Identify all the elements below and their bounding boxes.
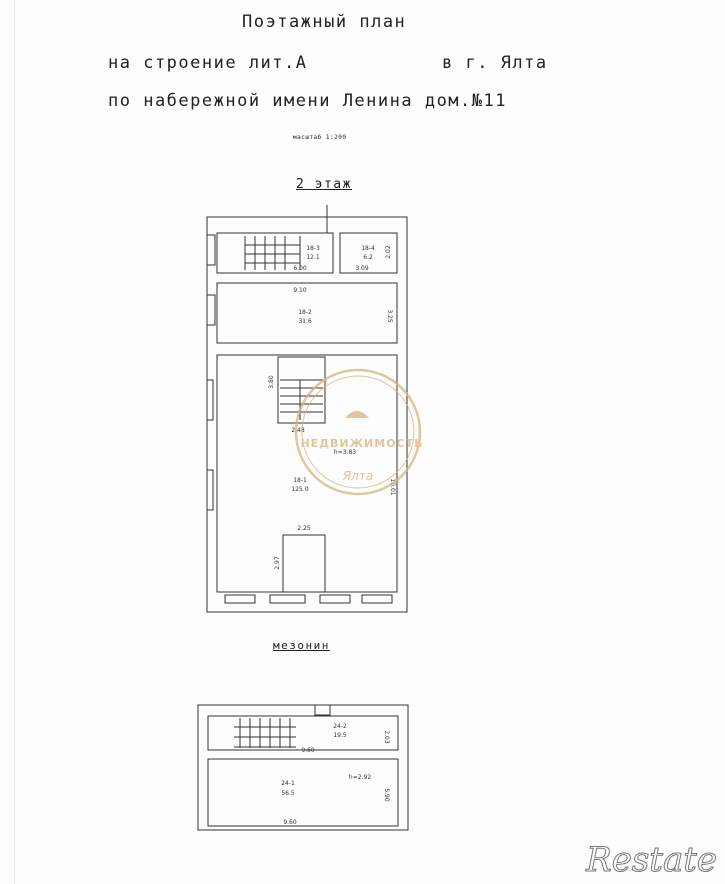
staircase-main [277,356,326,424]
room-area: 56.5 [281,790,295,797]
room-area: 125.0 [291,486,308,493]
windows-bottom [224,594,393,604]
restate-logo: Restate [586,840,718,881]
room-id: 18-3 [306,245,320,252]
room-id: 24-1 [281,780,295,787]
floor2-outer-wall [206,216,408,613]
scale-label: масштаб 1:200 [293,134,347,141]
windows-left [206,234,216,511]
inner-room [282,534,326,593]
room-id: 18-1 [293,477,307,484]
island-icon [345,411,369,418]
mezzanine-outer-wall [197,704,409,831]
dimension: 3.09 [355,265,369,272]
city-line: в г. Ялта [442,53,548,73]
mezzanine-title: мезонин [273,639,330,652]
dimension: 9.10 [293,287,307,294]
dimension: 2.02 [385,245,392,259]
address-line: по набережной имени Ленина дом.№11 [108,91,507,111]
room-id: 18-4 [361,245,375,252]
room-id: 18-2 [298,309,312,316]
dimension: 2.97 [274,556,281,570]
room-24-2 [207,715,399,751]
room-24-1 [207,758,399,827]
dimension: 9.60 [283,819,297,826]
dimension: 10.01 [389,478,396,495]
floor2-title: 2 этаж [296,177,352,192]
watermark: НЕДВИЖИМОСТЬ Ялта [294,368,423,496]
mezzanine-plan [197,704,409,831]
ceiling-height: h=3.83 [334,449,356,456]
room-18-2 [216,282,398,344]
dimension: 2.48 [291,427,305,434]
room-area: 6.2 [363,254,373,261]
floor2-plan [206,205,408,613]
document-title: Поэтажный план [242,12,407,32]
room-18-3 [216,232,334,274]
room-18-4 [339,232,398,274]
dimension: 9.60 [301,747,315,754]
building-line: на строение лит.А [108,53,308,73]
staircase-mezzanine [234,718,296,748]
watermark-text: НЕДВИЖИМОСТЬ [300,437,423,450]
room-id: 24-2 [333,723,347,730]
dimension: 2.25 [297,525,311,532]
dimension: 2.03 [383,730,390,744]
dimension: 5.90 [383,788,390,802]
watermark-sub: Ялта [342,469,373,483]
dimension: 3.25 [386,309,393,323]
room-area: 31.6 [298,318,312,325]
staircase-top [244,236,301,270]
page-edge [14,0,15,884]
room-area: 19.5 [333,732,347,739]
dimension: 3.80 [268,375,275,389]
ceiling-height: h=2.92 [349,774,371,781]
dimension: 6.00 [293,265,307,272]
room-area: 12.1 [306,254,320,261]
